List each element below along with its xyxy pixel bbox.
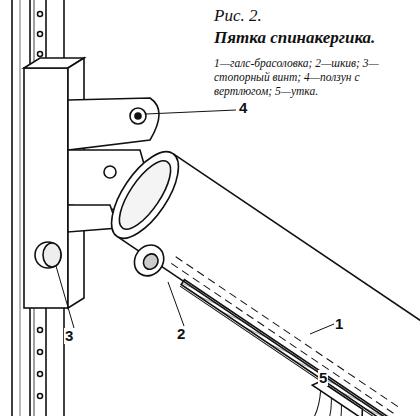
legend-entry: 5—утка. [275, 85, 318, 97]
callout-number: 2 [176, 326, 186, 342]
legend-entry: 2—шкив; [315, 57, 360, 69]
callout-number: 5 [318, 370, 328, 386]
figure-caption: Пятка спинакергика. [214, 28, 410, 48]
pole-tube [65, 141, 420, 416]
legend-text: 1—галс-брасоловка; 2—шкив; 3—стопорный в… [214, 56, 410, 98]
callout-number: 3 [64, 328, 74, 344]
callout-number: 4 [238, 100, 248, 116]
leader-lines [56, 110, 334, 374]
callout-number: 1 [334, 316, 344, 332]
legend-entry: 1—галс-брасоловка; [214, 57, 312, 69]
figure-title: Рис. 2. [214, 6, 262, 26]
